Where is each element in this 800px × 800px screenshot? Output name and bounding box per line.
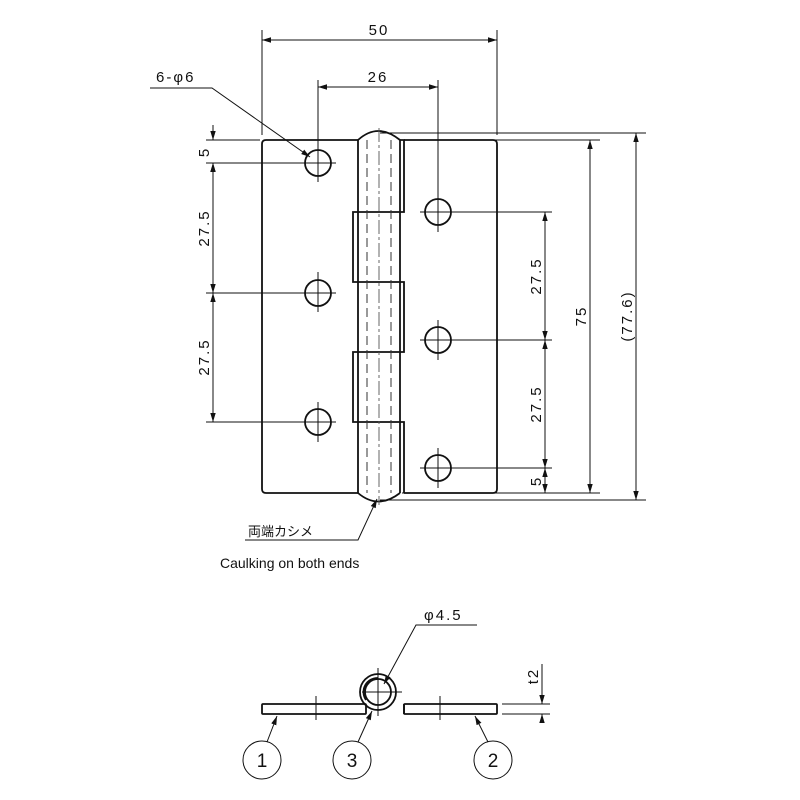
left-leaf (261, 139, 358, 494)
dim-left-edge: 5 (196, 147, 213, 157)
dim-width-label: 50 (369, 22, 390, 39)
pin-diameter-leader (383, 624, 477, 685)
dim-right-pitch-1: 27.5 (528, 257, 545, 294)
dim-left-pitch-2: 27.5 (196, 338, 213, 375)
side-view (261, 668, 498, 720)
dim-hole-pitch-label: 26 (368, 69, 389, 86)
caulking-leader (245, 498, 378, 541)
dim-overall-height: (77.6) (619, 290, 636, 341)
dim-right-edge: 5 (528, 476, 545, 486)
balloon-1: 1 (257, 751, 268, 772)
holes (300, 140, 456, 488)
dim-hole-pitch (317, 80, 439, 198)
pin-diameter-label: φ4.5 (424, 607, 463, 624)
dim-right-chain (380, 132, 646, 501)
dim-left-pitch-1: 27.5 (196, 209, 213, 246)
dim-thickness (502, 664, 550, 723)
knuckle (352, 128, 405, 505)
dim-width (261, 30, 498, 135)
dim-thickness-label: t2 (525, 668, 542, 685)
balloon-2: 2 (488, 751, 499, 772)
dim-height: 75 (573, 306, 590, 327)
caulking-note-jp: 両端カシメ (248, 524, 313, 539)
balloon-leaders (242, 710, 513, 780)
holes-leader (150, 87, 311, 158)
balloon-3: 3 (347, 751, 358, 772)
holes-label: 6-φ6 (156, 69, 195, 86)
caulking-note-en: Caulking on both ends (220, 555, 359, 571)
dim-right-pitch-2: 27.5 (528, 385, 545, 422)
right-leaf (404, 139, 498, 494)
dim-left-chain (206, 125, 300, 423)
